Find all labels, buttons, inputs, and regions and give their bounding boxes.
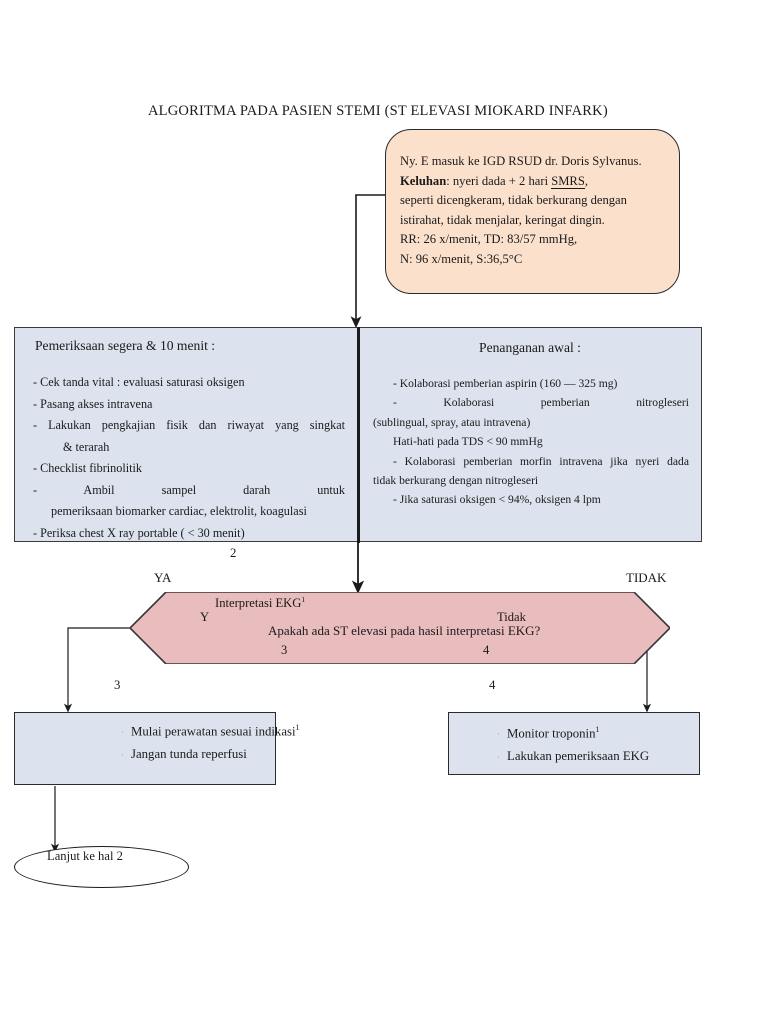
- bullet-icon: ·: [121, 750, 124, 761]
- list-item: (sublingual, spray, atau intravena): [373, 415, 531, 429]
- bullet-icon: ·: [497, 752, 500, 763]
- result-no-line-1: ·Monitor troponin1: [497, 719, 649, 745]
- result-no-box[interactable]: ·Monitor troponin1 ·Lakukan pemeriksaan …: [448, 712, 700, 775]
- result-yes-line-1: ·Mulai perawatan sesuai indikasi1: [121, 717, 300, 743]
- initial-treatment-box[interactable]: Penanganan awal : - Kolaborasi pemberian…: [358, 327, 702, 542]
- bullet-icon: ·: [121, 727, 124, 738]
- decision-hexagon[interactable]: [130, 592, 670, 664]
- smrs-underlined: SMRS: [551, 173, 585, 189]
- terminator-label: Lanjut ke hal 2: [47, 849, 123, 863]
- list-item: - Ambil sampel darah untuk: [33, 482, 345, 497]
- result-yes-box[interactable]: ·Mulai perawatan sesuai indikasi1 ·Janga…: [14, 712, 300, 785]
- patient-vitals-line-1: RR: 26 x/menit, TD: 83/57 mmHg,: [400, 232, 578, 247]
- decision-title-superscript: 1: [301, 595, 306, 604]
- connector-label-left-num: 3: [114, 678, 121, 692]
- connector-label-step-2: 2: [230, 546, 237, 560]
- list-item: - Periksa chest X ray portable ( < 30 me…: [33, 525, 245, 540]
- list-item: - Cek tanda vital : evaluasi saturasi ok…: [33, 375, 245, 389]
- patient-presentation-box[interactable]: Ny. E masuk ke IGD RSUD dr. Doris Sylvan…: [385, 129, 680, 294]
- list-item: tidak berkurang dengan nitrogleseri: [373, 474, 539, 488]
- arrow-decision-yes: [63, 627, 132, 713]
- list-item: pemeriksaan biomarker cardiac, elektroli…: [51, 504, 307, 518]
- arrow-patient-to-exam: [350, 194, 385, 329]
- connector-label-no: TIDAK: [626, 570, 667, 585]
- immediate-assessment-list: - Cek tanda vital : evaluasi saturasi ok…: [33, 372, 345, 544]
- list-item: - Checklist fibrinolitik: [33, 461, 142, 475]
- decision-question: Apakah ada ST elevasi pada hasil interpr…: [268, 623, 541, 638]
- result-no-text: ·Monitor troponin1 ·Lakukan pemeriksaan …: [497, 719, 649, 768]
- terminator-ellipse[interactable]: [14, 846, 189, 888]
- decision-title: Interpretasi EKG1: [215, 595, 306, 611]
- patient-complaint-line: Keluhan: nyeri dada + 2 hari SMRS,: [400, 172, 665, 192]
- list-item: & terarah: [63, 439, 110, 454]
- patient-line-1: Ny. E masuk ke IGD RSUD dr. Doris Sylvan…: [400, 154, 642, 168]
- list-item: - Pasang akses intravena: [33, 396, 153, 411]
- list-item: - Kolaborasi pemberian nitrogleseri: [393, 396, 689, 410]
- result-yes-line-2: ·Jangan tunda reperfusi: [121, 743, 300, 766]
- result-yes-superscript: 1: [295, 723, 300, 732]
- complaint-text: : nyeri dada + 2 hari SMRS,: [446, 173, 588, 189]
- decision-num-right: 4: [483, 643, 490, 657]
- decision-yes-short: Y: [200, 610, 210, 624]
- patient-line-3: seperti dicengkeram, tidak berkurang den…: [400, 193, 627, 208]
- decision-no-short: Tidak: [497, 610, 526, 624]
- list-item: - Jika saturasi oksigen < 94%, oksigen 4…: [393, 493, 601, 507]
- connector-label-yes: YA: [154, 570, 172, 585]
- patient-vitals-line-2: N: 96 x/menit, S:36,5°C: [400, 251, 523, 266]
- list-item: - Kolaborasi pemberian aspirin (160 — 32…: [393, 377, 618, 390]
- immediate-assessment-box[interactable]: Pemeriksaan segera & 10 menit : - Cek ta…: [14, 327, 358, 542]
- complaint-label: Keluhan: [400, 173, 447, 188]
- result-no-superscript: 1: [595, 725, 600, 734]
- page-title: ALGORITMA PADA PASIEN STEMI (ST ELEVASI …: [148, 103, 608, 119]
- bullet-icon: ·: [497, 729, 500, 740]
- connector-label-right-num: 4: [489, 678, 496, 692]
- result-yes-text: ·Mulai perawatan sesuai indikasi1 ·Janga…: [121, 717, 300, 766]
- decision-num-left: 3: [281, 643, 288, 657]
- initial-treatment-heading: Penanganan awal :: [479, 340, 581, 355]
- patient-line-4: istirahat, tidak menjalar, keringat ding…: [400, 212, 605, 227]
- initial-treatment-list: - Kolaborasi pemberian aspirin (160 — 32…: [373, 374, 689, 510]
- result-no-line-2: ·Lakukan pemeriksaan EKG: [497, 745, 649, 768]
- list-item: Hati-hati pada TDS < 90 mmHg: [393, 435, 543, 449]
- blue-boxes-divider: [357, 327, 360, 543]
- list-item: - Lakukan pengkajian fisik dan riwayat y…: [33, 418, 345, 432]
- list-item: - Kolaborasi pemberian morfin intravena …: [393, 454, 689, 468]
- immediate-assessment-heading: Pemeriksaan segera & 10 menit :: [35, 338, 216, 353]
